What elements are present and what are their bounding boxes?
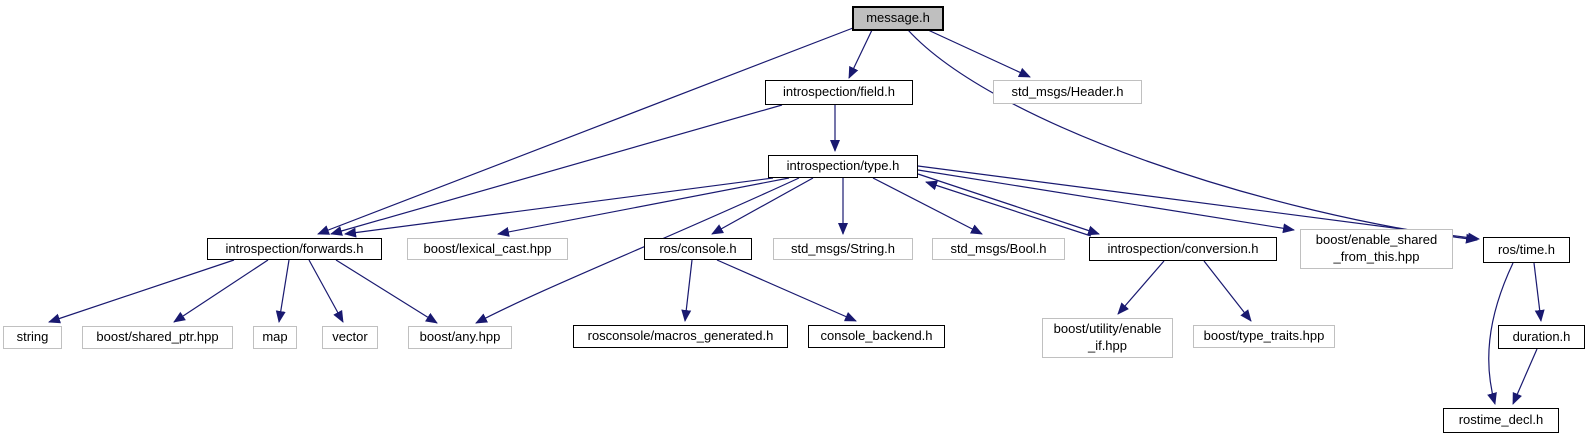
edge-type-forwards — [344, 177, 774, 238]
node-boost-any: boost/any.hpp — [408, 326, 512, 349]
edge-time-duration — [1533, 262, 1545, 322]
node-boost-utility-enable-if: boost/utility/enable _if.hpp — [1042, 318, 1173, 358]
edge-duration-rostime-decl — [1512, 348, 1538, 405]
node-map: map — [253, 326, 297, 349]
node-boost-shared-ptr: boost/shared_ptr.hpp — [82, 326, 233, 349]
node-message-h[interactable]: message.h — [852, 6, 944, 31]
node-rosconsole-macros-generated[interactable]: rosconsole/macros_generated.h — [573, 325, 788, 348]
edge-forwards-string — [48, 259, 235, 324]
edge-message-field — [848, 29, 873, 79]
edge-type-conversion — [917, 173, 1100, 236]
node-ros-time-h[interactable]: ros/time.h — [1483, 237, 1570, 263]
edge-conversion-enable-if — [1117, 260, 1165, 315]
node-duration-h[interactable]: duration.h — [1498, 325, 1585, 349]
node-vector: vector — [322, 326, 378, 349]
edge-console-macros — [681, 259, 693, 322]
edge-type-lexical-cast — [497, 177, 790, 237]
edge-forwards-vector — [308, 259, 344, 323]
edge-type-time — [917, 165, 1480, 243]
edge-conversion-type — [925, 180, 1092, 237]
edge-message-time — [907, 29, 1478, 244]
node-std-msgs-string-h: std_msgs/String.h — [773, 238, 913, 260]
node-rostime-decl-h[interactable]: rostime_decl.h — [1443, 408, 1559, 433]
edge-message-forwards — [317, 27, 854, 235]
node-boost-type-traits: boost/type_traits.hpp — [1193, 325, 1335, 348]
edge-type-any — [475, 177, 800, 324]
edge-type-bool-msg — [872, 177, 983, 235]
node-string: string — [3, 326, 62, 349]
edge-forwards-any — [335, 259, 438, 324]
edge-field-forwards — [330, 104, 783, 236]
node-introspection-forwards-h[interactable]: introspection/forwards.h — [207, 238, 382, 260]
edge-console-backend — [716, 259, 857, 322]
node-std-msgs-header-h: std_msgs/Header.h — [993, 80, 1142, 104]
node-introspection-type-h[interactable]: introspection/type.h — [768, 155, 918, 178]
edge-time-rostime-decl — [1487, 262, 1514, 405]
node-boost-lexical-cast: boost/lexical_cast.hpp — [407, 238, 568, 260]
edge-forwards-map — [275, 259, 290, 323]
node-ros-console-h[interactable]: ros/console.h — [644, 238, 752, 260]
node-introspection-field-h[interactable]: introspection/field.h — [765, 80, 913, 105]
edge-type-console — [711, 177, 814, 235]
node-boost-enable-shared-from-this: boost/enable_shared _from_this.hpp — [1300, 229, 1453, 269]
node-introspection-conversion-h[interactable]: introspection/conversion.h — [1089, 237, 1277, 261]
edge-message-header — [927, 29, 1031, 78]
edge-type-enable-shared — [917, 169, 1295, 234]
node-console-backend-h[interactable]: console_backend.h — [808, 325, 945, 348]
edge-conversion-type-traits — [1203, 260, 1252, 322]
node-std-msgs-bool-h: std_msgs/Bool.h — [932, 238, 1065, 260]
edge-forwards-shared-ptr — [173, 259, 269, 323]
